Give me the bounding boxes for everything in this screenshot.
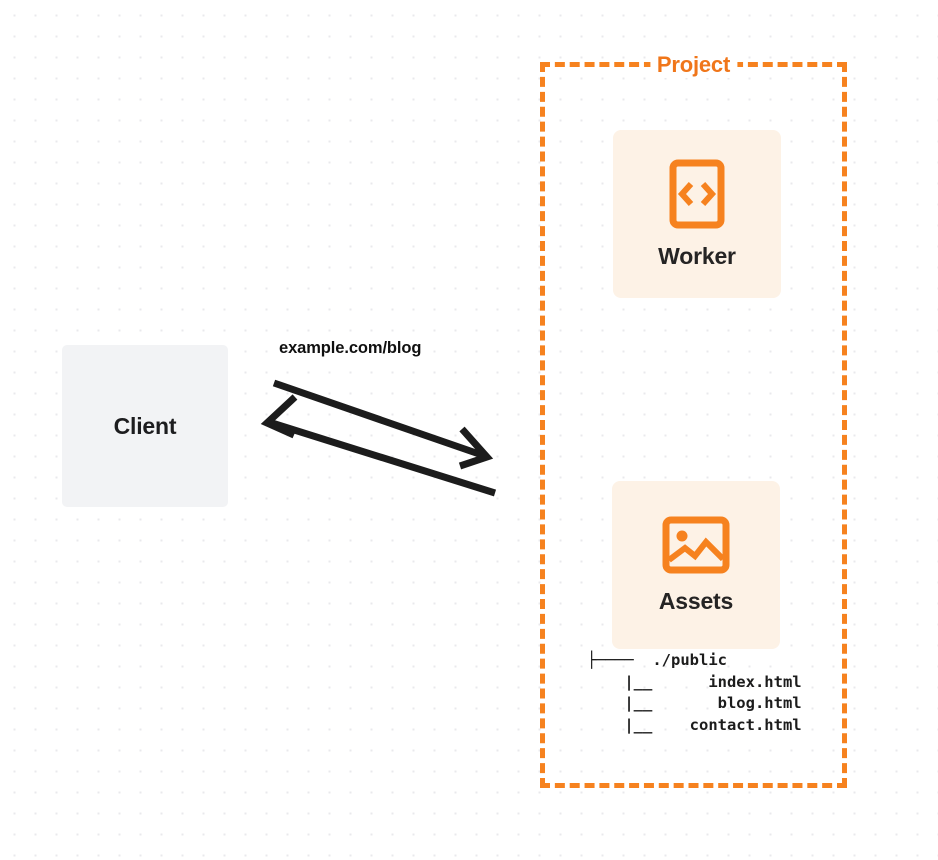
node-worker[interactable]: Worker bbox=[613, 130, 781, 298]
file-tree-line-blog: |__ blog.html bbox=[587, 694, 802, 712]
image-icon bbox=[662, 516, 730, 573]
group-project-title: Project bbox=[649, 52, 738, 78]
code-brackets-icon bbox=[669, 159, 725, 228]
file-tree-line-contact: |__ contact.html bbox=[587, 715, 802, 734]
node-worker-label: Worker bbox=[658, 242, 736, 269]
arrow-request-to-project bbox=[272, 379, 494, 470]
file-tree-line-index: |__ index.html bbox=[587, 672, 802, 691]
node-client[interactable]: Client bbox=[62, 345, 228, 507]
arrow-response-to-client bbox=[260, 394, 497, 497]
file-tree-line-root: ├──── ./public bbox=[587, 651, 727, 669]
node-client-label: Client bbox=[113, 412, 177, 439]
assets-file-tree: ├──── ./public |__ index.html |__ blog.h… bbox=[587, 650, 802, 736]
node-assets-label: Assets bbox=[658, 587, 734, 614]
node-assets[interactable]: Assets bbox=[612, 481, 780, 649]
group-project[interactable]: Project bbox=[540, 52, 847, 788]
edge-label-request-url: example.com/blog bbox=[279, 339, 422, 357]
